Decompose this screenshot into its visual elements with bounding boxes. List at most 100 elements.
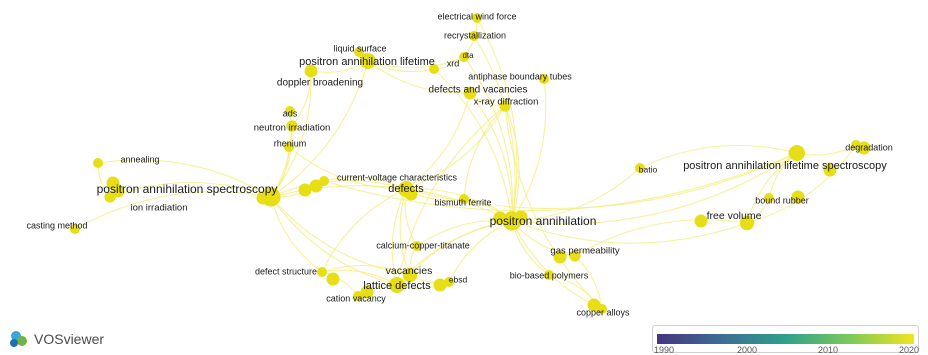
node-annealing[interactable] [93,158,103,168]
vosviewer-brand[interactable]: VOSviewer [8,329,104,349]
node-x-ray-diffraction[interactable] [499,100,511,112]
minor-node[interactable] [823,163,837,177]
node-antiphase-boundary-tubes[interactable] [539,74,549,84]
minor-node[interactable] [326,272,340,286]
node-label-positron-annihilation-lifetime-spectroscopy[interactable]: positron annihilation lifetime spectrosc… [683,160,887,172]
minor-node[interactable] [433,278,447,292]
minor-node[interactable] [694,214,708,228]
node-label-positron-annihilation[interactable]: positron annihilation [490,214,597,228]
minor-node[interactable] [309,179,323,193]
node-label-ion-irradiation[interactable]: ion irradiation [130,203,187,214]
node-label-electrical-wind-force[interactable]: electrical wind force [437,11,516,21]
node-label-bio-based-polymers[interactable]: bio-based polymers [510,270,589,280]
node-vacancies[interactable] [402,267,418,283]
co-occurrence-network[interactable]: electrical wind force recrystallization dt… [0,0,928,320]
node-defects[interactable] [398,181,414,197]
node-cation-vacancy[interactable] [353,291,363,301]
link-positron-annihilation-spectroscopy-lattice-defects [270,196,398,286]
node-free-volume[interactable] [739,215,755,231]
node-bio-based-polymers[interactable] [544,270,554,280]
node-batio[interactable] [635,163,645,173]
node-casting-method[interactable] [70,224,80,234]
link-free-volume-gas-permeability [574,219,748,257]
node-degradation[interactable] [851,140,861,150]
node-label-ads[interactable]: ads [283,108,298,118]
node-label-defects-and-vacancies[interactable]: defects and vacancies [429,85,528,96]
node-bismuth-ferrite[interactable] [459,194,469,204]
link-positron-annihilation-free-volume [511,220,748,244]
node-label-copper-alloys[interactable]: copper alloys [576,307,630,317]
link-defects-current-voltage-characteristics [323,176,407,190]
node-label-bound-rubber[interactable]: bound rubber [755,195,809,205]
node-positron-annihilation[interactable] [502,211,522,231]
nodes-layer [70,13,871,314]
minor-node[interactable] [360,285,374,299]
node-label-recrystallization[interactable]: recrystallization [444,30,506,40]
labels-layer: electrical wind force recrystallization dt… [26,11,892,317]
link-positron-annihilation-lifetime-spectroscopy-batio [639,144,798,169]
node-label-vacancies[interactable]: vacancies [386,265,433,277]
node-label-casting-method[interactable]: casting method [26,220,87,230]
node-label-dta[interactable]: dta [462,51,474,60]
node-lattice-defects[interactable] [389,277,405,293]
link-positron-annihilation-ebsd [448,220,513,283]
node-label-liquid-surface[interactable]: liquid surface [333,43,386,53]
node-label-positron-annihilation-lifetime[interactable]: positron annihilation lifetime [299,56,435,68]
node-ads[interactable] [285,106,295,116]
node-defects-and-vacancies[interactable] [463,86,477,100]
node-label-rhenium[interactable]: rhenium [274,138,307,148]
node-label-defect-structure[interactable]: defect structure [255,266,317,276]
node-label-doppler-broadening[interactable]: doppler broadening [277,78,363,89]
node-current-voltage-characteristics[interactable] [319,176,329,186]
link-defects-x-ray-diffraction [405,105,506,190]
node-doppler-broadening[interactable] [304,64,318,78]
link-positron-annihilation-x-ray-diffraction [504,105,520,222]
node-neutron-irradiation[interactable] [286,120,298,132]
node-gas-permeability[interactable] [569,250,581,262]
node-recrystallization[interactable] [469,31,479,41]
node-xrd[interactable] [429,64,439,74]
node-defect-structure[interactable] [317,267,327,277]
node-label-neutron-irradiation[interactable]: neutron irradiation [254,123,331,134]
node-label-degradation[interactable]: degradation [845,142,893,152]
link-x-ray-diffraction-bismuth-ferrite [463,105,506,200]
node-label-bismuth-ferrite[interactable]: bismuth ferrite [434,197,491,207]
node-bound-rubber[interactable] [764,193,774,203]
node-electrical-wind-force[interactable] [472,13,482,23]
node-label-batio[interactable]: batio [639,164,658,174]
node-ebsd[interactable] [444,277,454,287]
node-copper-alloys[interactable] [597,304,607,314]
node-positron-annihilation-spectroscopy[interactable] [261,187,281,207]
link-positron-annihilation-spectroscopy-annealing [97,159,272,198]
legend-gradient-bar [657,334,914,344]
node-ion-irradiation[interactable] [104,191,116,203]
node-label-ebsd[interactable]: ebsd [449,274,468,284]
node-positron-annihilation-lifetime[interactable] [360,53,376,69]
minor-node[interactable] [553,250,567,264]
node-label-defects[interactable]: defects [388,183,424,195]
node-label-xrd[interactable]: xrd [447,58,460,68]
node-dta[interactable] [459,52,469,62]
node-label-current-voltage-characteristics[interactable]: current-voltage characteristics [337,172,458,182]
node-rhenium[interactable] [284,142,294,152]
node-label-positron-annihilation-spectroscopy[interactable]: positron annihilation spectroscopy [97,182,278,196]
node-calcium-copper-titanate[interactable] [412,241,422,251]
node-label-antiphase-boundary-tubes[interactable]: antiphase boundary tubes [468,71,572,81]
legend-tick-2010: 2010 [818,345,839,355]
link-defects-defects-and-vacancies [405,92,471,190]
link-rhenium-defects [288,146,407,190]
link-positron-annihilation-lifetime-defects-and-vacancies [367,60,471,94]
node-positron-annihilation-lifetime-spectroscopy[interactable] [789,145,805,161]
node-label-annealing[interactable]: annealing [120,154,159,164]
node-label-free-volume[interactable]: free volume [707,210,762,222]
node-liquid-surface[interactable] [354,47,364,57]
node-label-x-ray-diffraction[interactable]: x-ray diffraction [474,97,539,108]
node-label-lattice-defects[interactable]: lattice defects [363,280,431,292]
legend-frame [652,325,919,353]
minor-node[interactable] [791,190,805,204]
link-x-ray-diffraction-copper-alloys [504,105,603,310]
node-label-gas-permeability[interactable]: gas permeability [550,246,619,257]
node-label-calcium-copper-titanate[interactable]: calcium-copper-titanate [376,240,470,250]
minor-node[interactable] [298,183,312,197]
node-label-cation-vacancy[interactable]: cation vacancy [326,293,386,303]
